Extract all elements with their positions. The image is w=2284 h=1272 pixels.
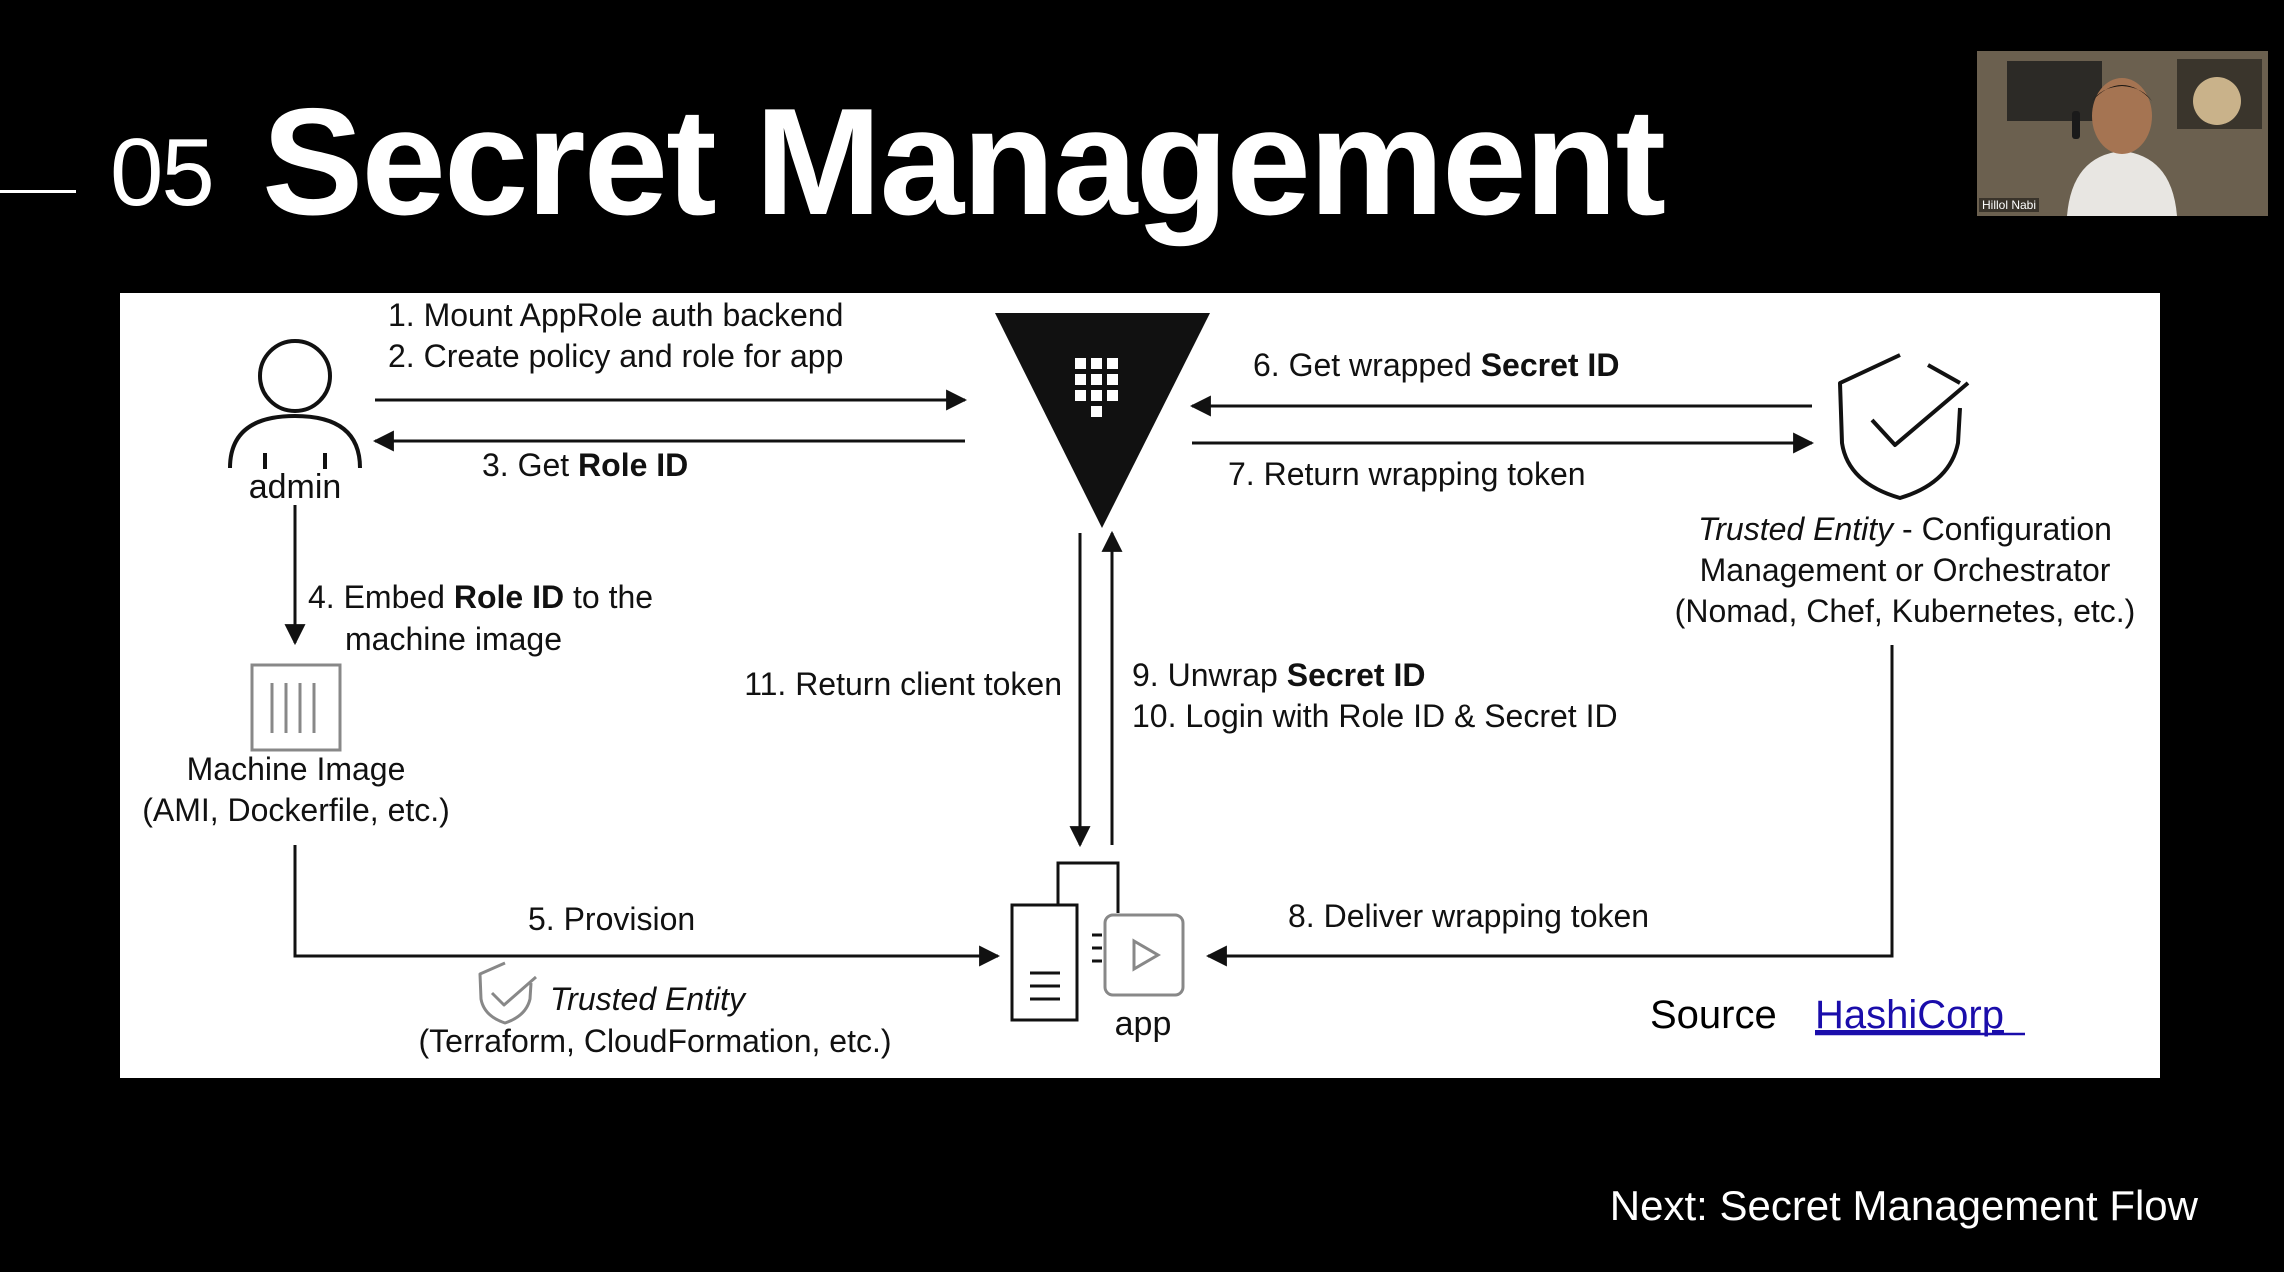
machine-image-label: Machine Image: [187, 751, 406, 787]
step-7-label: 7. Return wrapping token: [1228, 456, 1586, 492]
presenter-hair: [2092, 85, 2152, 101]
step-3-label: 3. Get Role ID: [482, 447, 688, 483]
machine-image-sublabel: (AMI, Dockerfile, etc.): [142, 792, 450, 828]
step-2-label: 2. Create policy and role for app: [388, 338, 843, 374]
presenter-name: Hillol Nabi: [1979, 198, 2040, 212]
step-5-label: 5. Provision: [528, 901, 695, 937]
slide-title: Secret Management: [262, 77, 1666, 247]
app-icon: [1010, 861, 1185, 1022]
step-11-label: 11. Return client token: [744, 666, 1062, 702]
trusted-entity-config-line3: (Nomad, Chef, Kubernetes, etc.): [1675, 593, 2136, 629]
presenter-video: [1977, 51, 2268, 216]
app-label: app: [1115, 1005, 1172, 1043]
source-link-text[interactable]: HashiCorp: [1815, 993, 2004, 1037]
vault-logo: [995, 313, 1210, 528]
webcam-thumbnail: Hillol Nabi: [1977, 51, 2268, 216]
source-label: Source: [1650, 993, 1777, 1037]
source-link[interactable]: HashiCorp: [1815, 993, 2025, 1037]
step-6-label: 6. Get wrapped Secret ID: [1253, 347, 1619, 383]
presenter-face: [2092, 78, 2152, 154]
admin-label: admin: [249, 468, 342, 506]
diagram-image: admin 1. Mount AppRole auth backend 2. C…: [120, 293, 2160, 1078]
machine-image-icon: [250, 663, 342, 752]
trusted-entity-config-line2: Management or Orchestrator: [1700, 552, 2111, 588]
step-8-label: 8. Deliver wrapping token: [1288, 898, 1649, 934]
globe: [2193, 77, 2241, 125]
presenter-shirt: [2067, 151, 2177, 216]
shield-check-icon: [1838, 353, 1970, 500]
slide-number: 05: [110, 119, 215, 226]
arrow-trusted-to-app: [1205, 645, 1894, 967]
approle-flow-diagram: admin 1. Mount AppRole auth backend 2. C…: [142, 297, 2136, 1059]
shelf-frame: [2007, 61, 2102, 121]
title-rule: [0, 190, 76, 193]
trusted-entity-config-line1: Trusted Entity - Configuration: [1698, 511, 2112, 547]
admin-user-icon: [228, 339, 362, 469]
step-9-label: 9. Unwrap Secret ID: [1132, 657, 1425, 693]
headphone-mic: [2072, 111, 2080, 139]
step-4-label-line2: machine image: [345, 621, 562, 657]
shield-check-icon-small: [478, 961, 537, 1025]
step-10-label: 10. Login with Role ID & Secret ID: [1132, 698, 1618, 734]
trusted-entity-prov-sublabel: (Terraform, CloudFormation, etc.): [418, 1023, 891, 1059]
step-4-label: 4. Embed Role ID to the: [308, 579, 653, 615]
step-1-label: 1. Mount AppRole auth backend: [388, 297, 843, 333]
next-section-label: Next: Secret Management Flow: [1609, 1182, 2198, 1229]
trusted-entity-prov-label: Trusted Entity: [550, 981, 747, 1017]
arrow-image-to-app: [293, 845, 1001, 967]
